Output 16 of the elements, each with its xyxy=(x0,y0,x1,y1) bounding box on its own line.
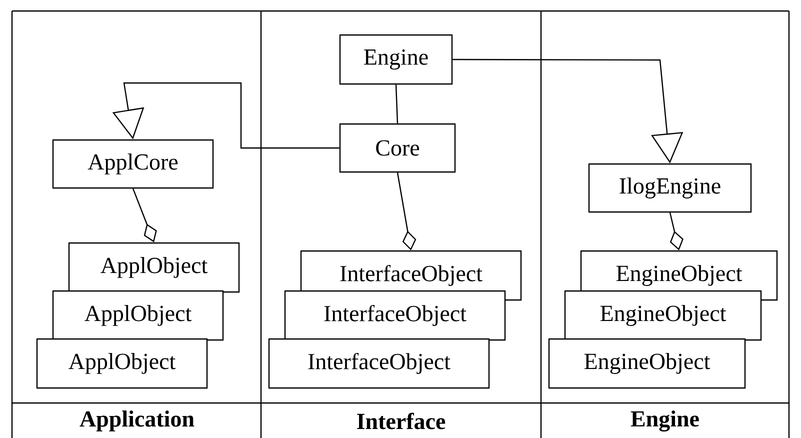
column-header: Application xyxy=(80,410,194,432)
class-box: ApplCore xyxy=(52,139,214,189)
class-box: IlogEngine xyxy=(588,163,752,213)
class-box: EngineObject xyxy=(564,290,762,341)
class-box: ApplObject xyxy=(68,242,240,293)
class-box: InterfaceObject xyxy=(284,290,506,341)
class-box: ApplObject xyxy=(52,290,224,341)
class-box: InterfaceObject xyxy=(268,338,490,389)
class-box: Core xyxy=(339,123,456,173)
class-box: EngineObject xyxy=(548,338,746,389)
column-header: Interface xyxy=(357,412,446,430)
column-header: Engine xyxy=(630,410,699,432)
connector xyxy=(132,188,157,242)
class-box: ApplObject xyxy=(36,338,208,389)
connector xyxy=(395,84,398,124)
class-box: Engine xyxy=(339,34,453,85)
